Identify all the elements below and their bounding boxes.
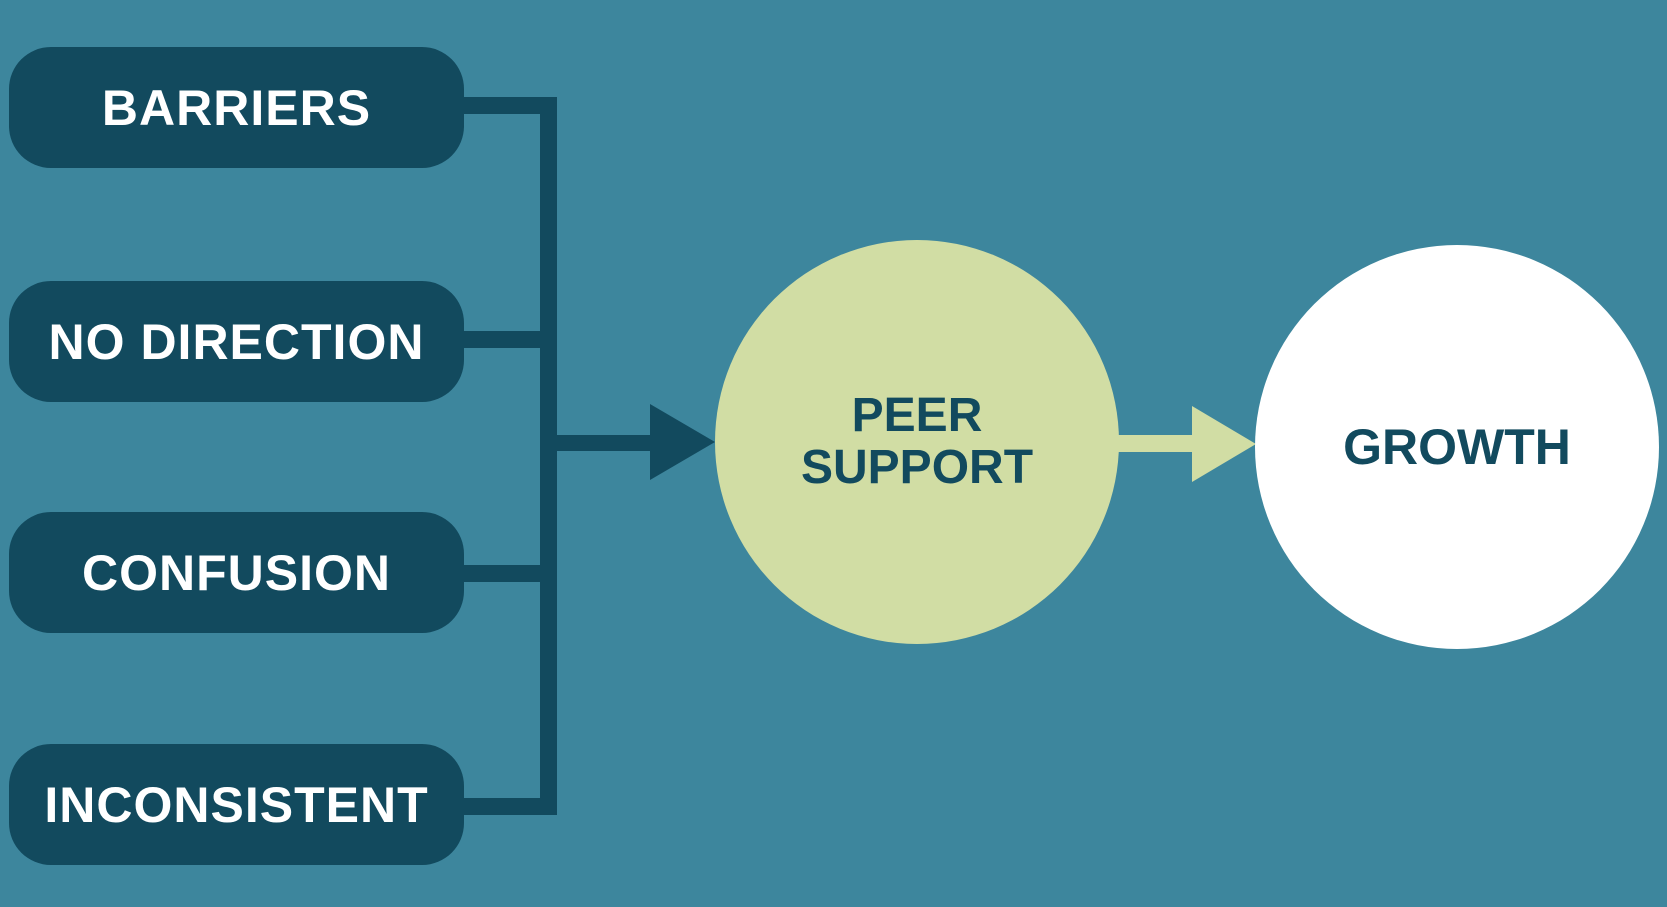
box-no-direction: NO DIRECTION bbox=[9, 281, 464, 402]
growth-label: GROWTH bbox=[1343, 419, 1571, 475]
growth-circle: GROWTH bbox=[1255, 245, 1659, 649]
arrow-head-main bbox=[650, 404, 715, 480]
box-label: CONFUSION bbox=[82, 544, 391, 601]
box-inconsistent: INCONSISTENT bbox=[9, 744, 464, 865]
connector-barriers bbox=[460, 97, 557, 114]
box-label: INCONSISTENT bbox=[44, 776, 429, 833]
arrow-head-growth bbox=[1192, 406, 1256, 482]
box-confusion: CONFUSION bbox=[9, 512, 464, 633]
connector-vertical bbox=[540, 97, 557, 815]
connector-no-direction bbox=[460, 331, 557, 348]
arrow-shaft-main bbox=[556, 435, 652, 451]
arrow-shaft-growth bbox=[1118, 435, 1194, 452]
connector-confusion bbox=[460, 565, 557, 582]
box-label: NO DIRECTION bbox=[48, 313, 425, 370]
box-label: BARRIERS bbox=[101, 79, 372, 136]
support-label: SUPPORT bbox=[800, 441, 1034, 494]
connector-inconsistent bbox=[460, 798, 557, 815]
peer-label: PEER bbox=[851, 389, 983, 442]
box-barriers: BARRIERS bbox=[9, 47, 464, 168]
